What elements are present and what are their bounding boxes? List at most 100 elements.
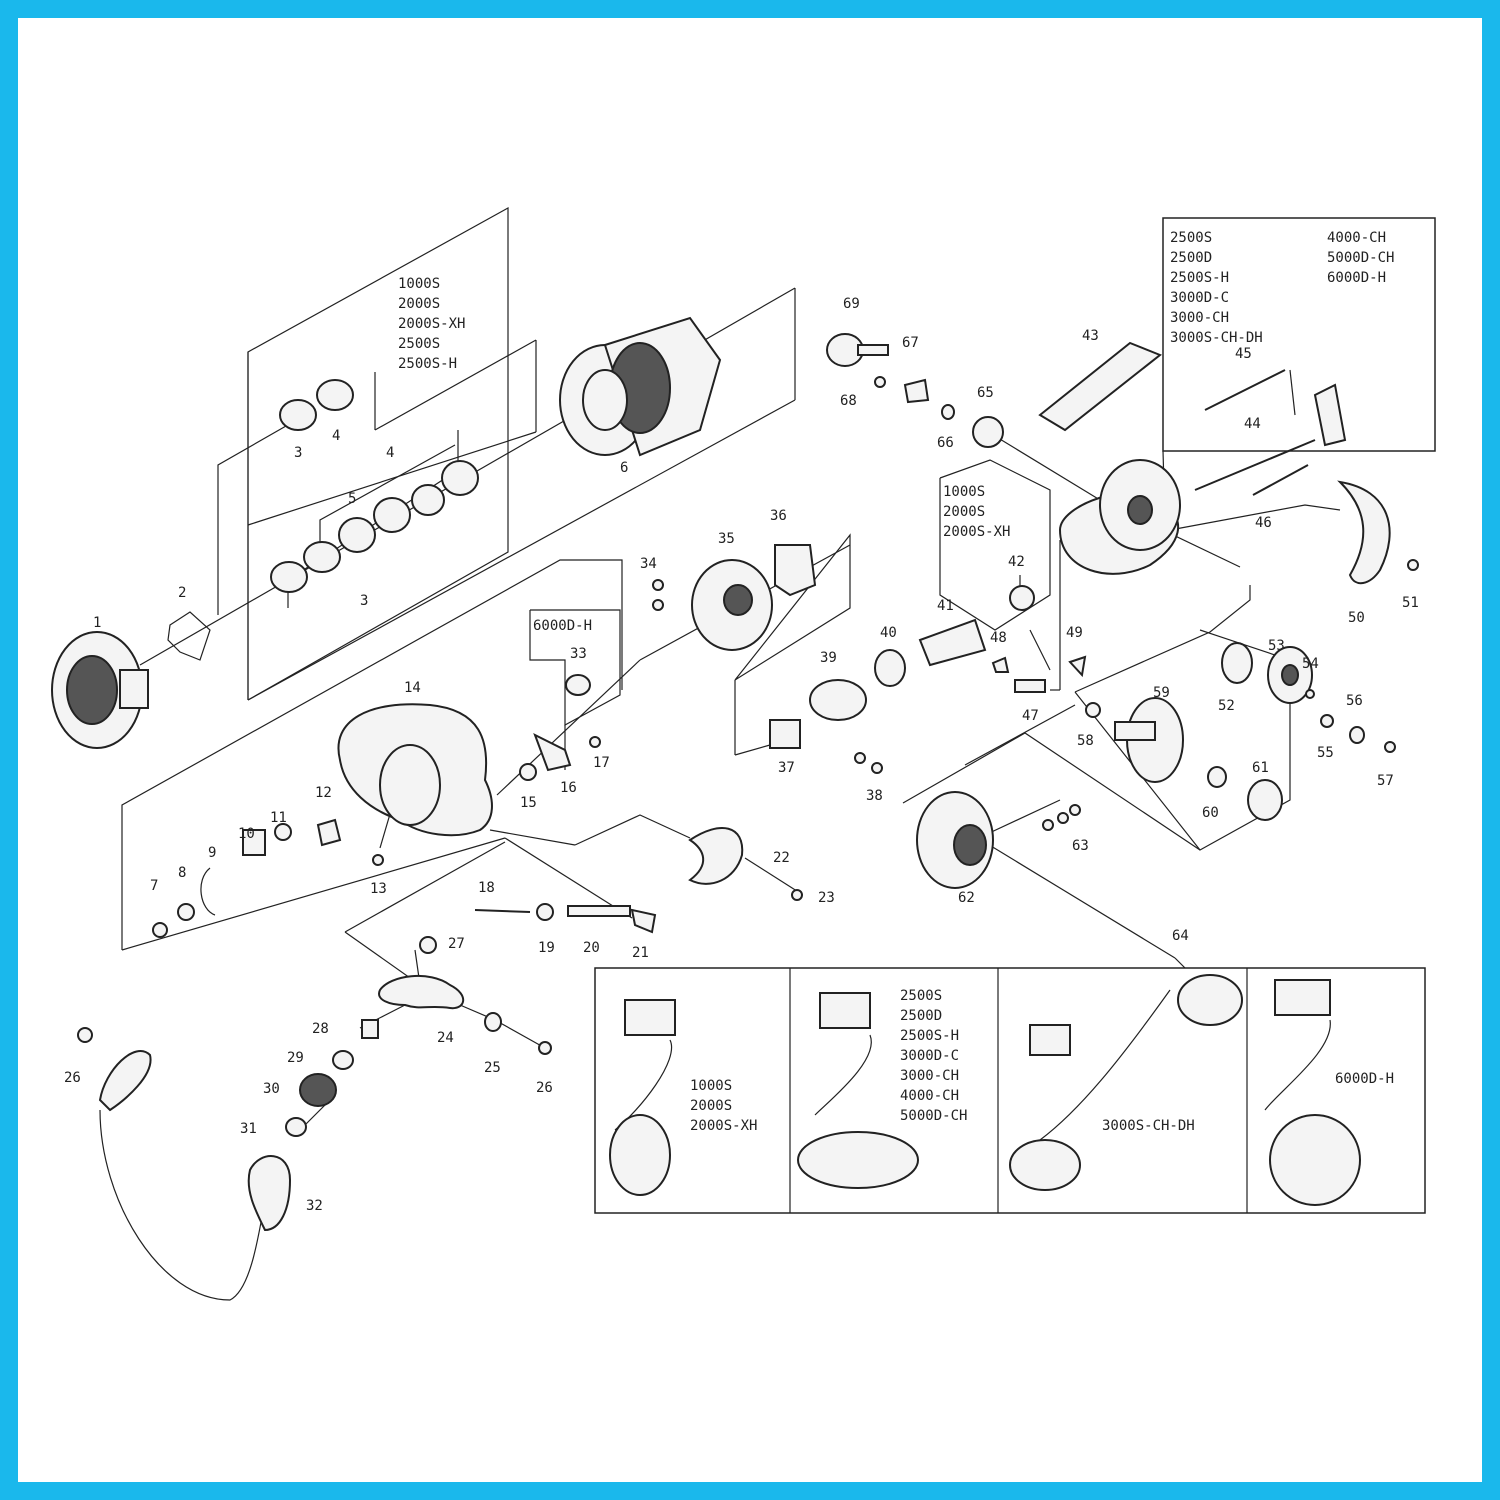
part-number-49: 49 [1066,625,1083,641]
handle-variant-1-models: 1000S 2000S 2000S-XH [690,1078,757,1134]
part-number-60: 60 [1202,805,1219,821]
part-number-34: 34 [640,556,657,572]
rotor-parts [474,827,803,934]
part-number-55: 55 [1317,745,1334,761]
bail-model: 5000D-CH [1327,250,1394,266]
spool-model: 2000S-XH [398,316,465,332]
spool-model: 1000S [398,276,440,292]
part-number-12: 12 [315,785,332,801]
handle-model: 3000-CH [900,1068,959,1084]
part-number-53: 53 [1268,638,1285,654]
part-number-65: 65 [977,385,994,401]
part-number-18: 18 [478,880,495,896]
part-number-5: 5 [348,491,356,507]
part-number-21: 21 [632,945,649,961]
handle-model: 4000-CH [900,1088,959,1104]
drag-knob-part [51,631,149,749]
handle-model: 2500D [900,1008,942,1024]
bail-model: 2500S [1170,230,1212,246]
part-number-66: 66 [937,435,954,451]
handle-model: 3000S-CH-DH [1102,1118,1195,1134]
part-number-47: 47 [1022,708,1039,724]
bail-assembly [1038,341,1419,585]
part-number-69: 69 [843,296,860,312]
part-number-8: 8 [178,865,186,881]
rotor-model: 2000S-XH [943,524,1010,540]
handle-model: 3000D-C [900,1048,959,1064]
washers [270,379,479,593]
part-number-20: 20 [583,940,600,956]
part-number-14: 14 [404,680,421,696]
part-number-16: 16 [560,780,577,796]
part-number-27: 27 [448,936,465,952]
part-number-24: 24 [437,1030,454,1046]
spool-model: 2500S-H [398,356,457,372]
part-number-68: 68 [840,393,857,409]
part-number-23: 23 [818,890,835,906]
bail-model: 3000-CH [1170,310,1229,326]
part-number-22: 22 [773,850,790,866]
bail-model: 4000-CH [1327,230,1386,246]
bail-model: 2500D [1170,250,1212,266]
part-number-7: 7 [150,878,158,894]
part-number-2: 2 [178,585,186,601]
part-number-48: 48 [990,630,1007,646]
part-number-26: 26 [64,1070,81,1086]
part-number-6: 6 [620,460,628,476]
rotor-model-list: 1000S 2000S 2000S-XH [943,484,1010,540]
part-number-28: 28 [312,1021,329,1037]
small-parts [152,544,1087,938]
part-number-1: 1 [93,615,101,631]
spool-model-list: 1000S 2000S 2000S-XH 2500S 2500S-H [398,276,465,372]
part-number-3: 3 [294,445,302,461]
handle-variants-table [594,967,1426,1214]
part-number-56: 56 [1346,693,1363,709]
part-number-45: 45 [1235,346,1252,362]
part-number-32: 32 [306,1198,323,1214]
part-number-25: 25 [484,1060,501,1076]
part-number-42: 42 [1008,554,1025,570]
spool-model: 2000S [398,296,440,312]
part-number-52: 52 [1218,698,1235,714]
part-number-62: 62 [958,890,975,906]
part33-model: 6000D-H [533,618,592,634]
gear-parts [916,642,1396,889]
part-number-58: 58 [1077,733,1094,749]
part-number-4: 4 [332,428,340,444]
part-number-51: 51 [1402,595,1419,611]
part-number-57: 57 [1377,773,1394,789]
handle-model: 6000D-H [1335,1071,1394,1087]
handle-model: 2000S [690,1098,732,1114]
bail-model: 3000D-C [1170,290,1229,306]
handle-model: 1000S [690,1078,732,1094]
part-number-26: 26 [536,1080,553,1096]
spool-part [559,316,722,457]
handle-model: 2500S-H [900,1028,959,1044]
part-number-10: 10 [238,826,255,842]
part-number-37: 37 [778,760,795,776]
line-roller-parts [826,333,1004,448]
part-number-35: 35 [718,531,735,547]
clip-part [167,611,211,661]
bail-model: 2500S-H [1170,270,1229,286]
part-number-15: 15 [520,795,537,811]
spool-model: 2500S [398,336,440,352]
part-number-44: 44 [1244,416,1261,432]
handle-model: 5000D-CH [900,1108,967,1124]
part-number-3: 3 [360,593,368,609]
part-number-67: 67 [902,335,919,351]
part-number-30: 30 [263,1081,280,1097]
part-number-36: 36 [770,508,787,524]
bail-model: 6000D-H [1327,270,1386,286]
part-number-38: 38 [866,788,883,804]
part-number-64: 64 [1172,928,1189,944]
part-number-39: 39 [820,650,837,666]
part-number-59: 59 [1153,685,1170,701]
part-number-46: 46 [1255,515,1272,531]
part-number-33: 33 [570,646,587,662]
part-number-29: 29 [287,1050,304,1066]
bail-arm-parts [77,936,552,1301]
body-part [337,703,493,837]
part-number-61: 61 [1252,760,1269,776]
